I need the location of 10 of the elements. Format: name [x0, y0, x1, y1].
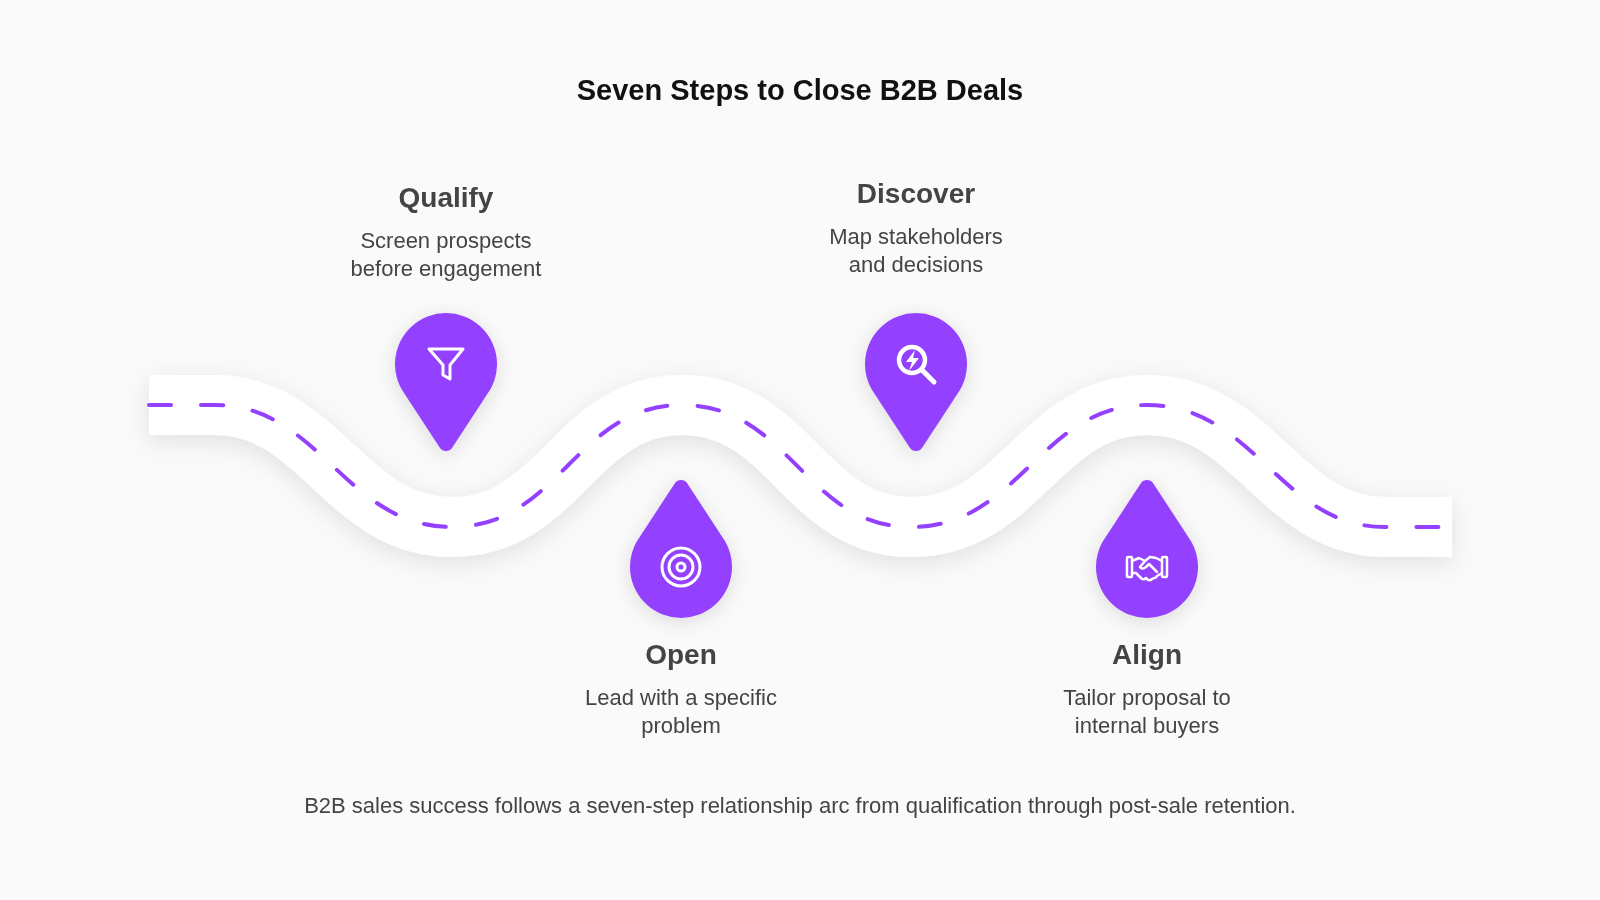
- diagram-title: Seven Steps to Close B2B Deals: [576, 73, 1024, 108]
- step-title: Discover: [856, 177, 976, 211]
- step-description: Lead with a specific problem: [584, 684, 778, 740]
- step-title: Qualify: [398, 181, 494, 215]
- step-description: Map stakeholders and decisions: [828, 223, 1004, 279]
- step-description: Tailor proposal to internal buyers: [1062, 684, 1232, 740]
- step-title: Open: [645, 638, 717, 672]
- step-description: Screen prospects before engagement: [349, 227, 543, 283]
- caption-text: B2B sales success follows a seven-step relationship arc from qualification through post-sale retention.: [304, 792, 1296, 820]
- step-title: Align: [1112, 638, 1182, 672]
